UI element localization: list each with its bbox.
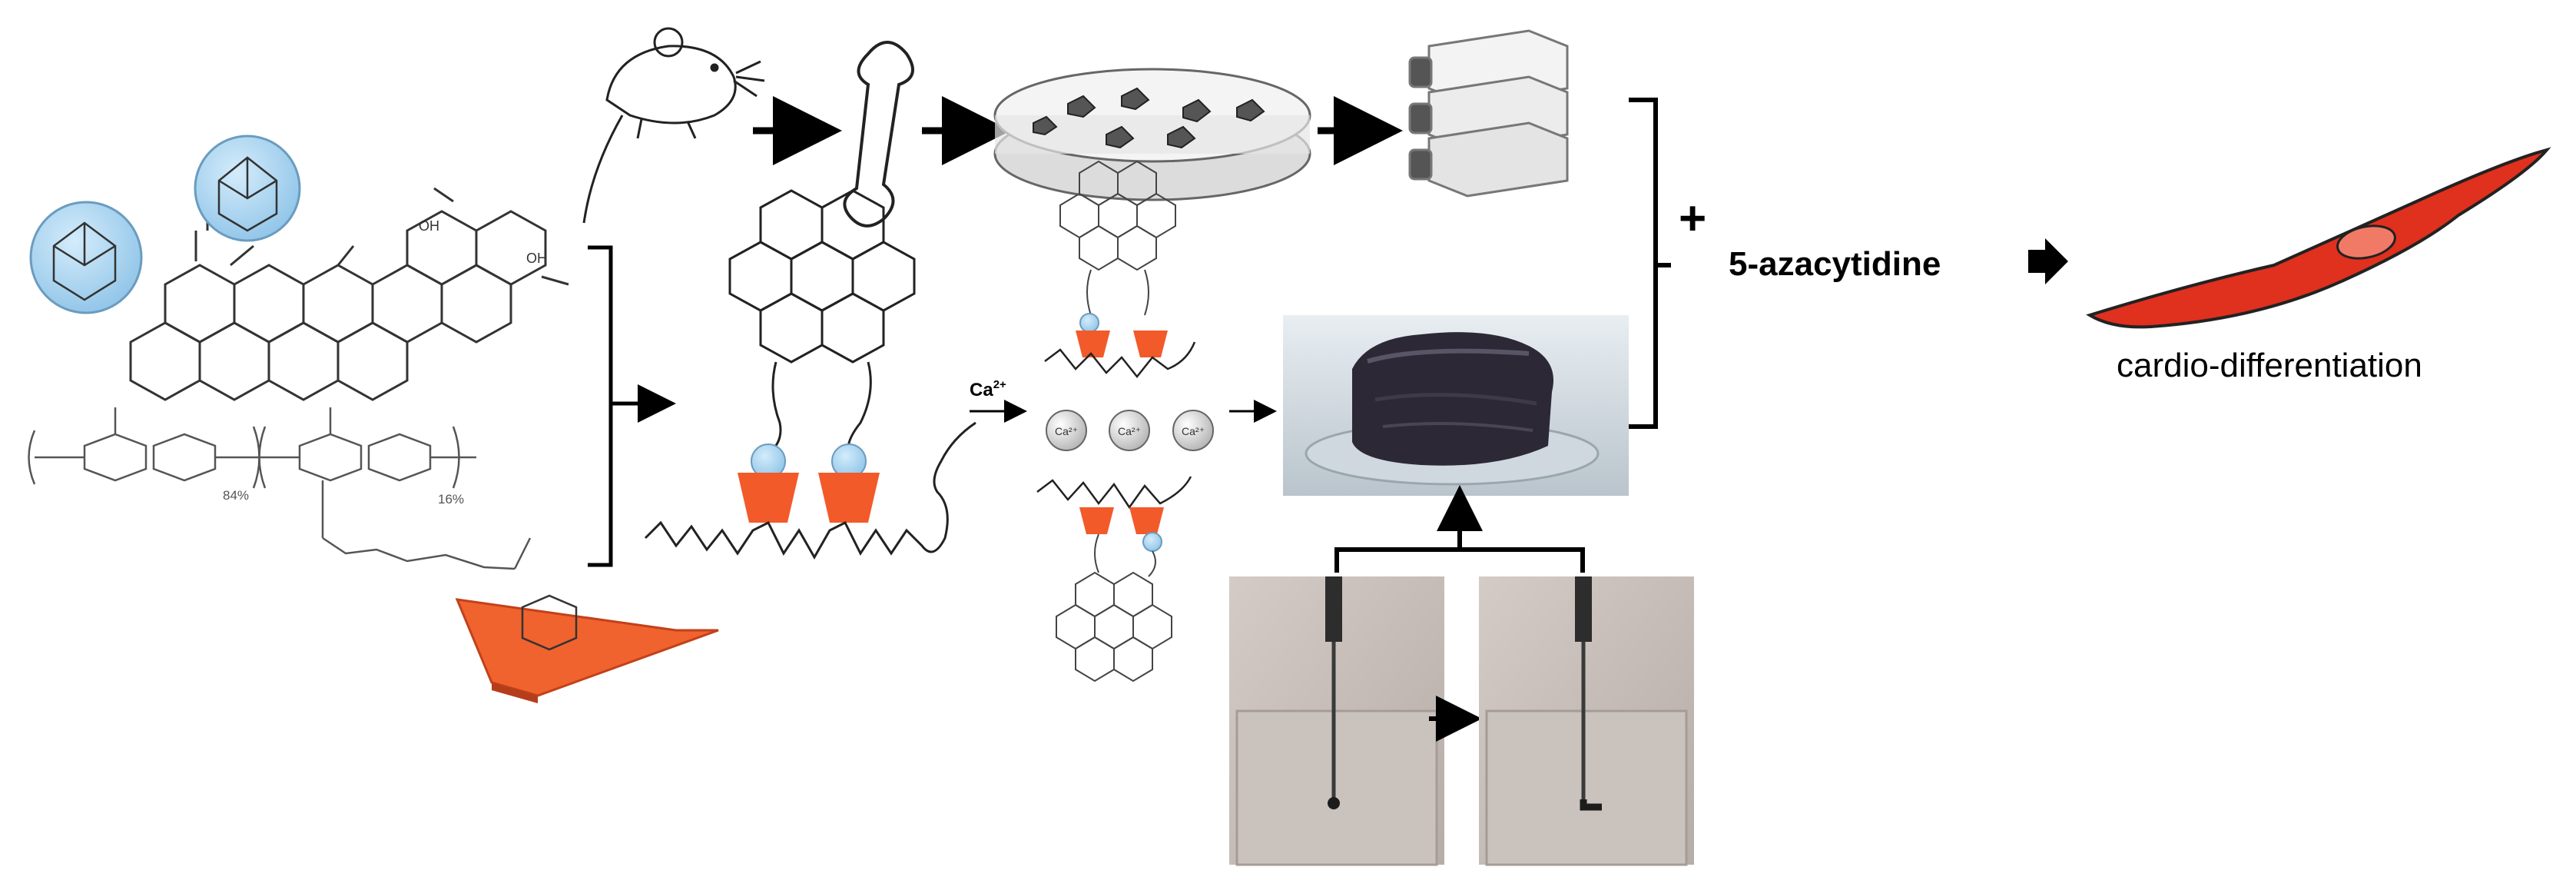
calcium-beads: Ca²⁺ Ca²⁺ Ca²⁺ [1046, 410, 1214, 451]
percent-label-84: 84% [223, 488, 249, 503]
hydroxyl-label-1: OH [419, 218, 439, 234]
calcium-bead-label-2: Ca²⁺ [1118, 425, 1141, 437]
printed-scaffold-photo [1283, 315, 1629, 496]
hyaluronic-acid-polymer [28, 407, 532, 570]
calcium-label: Ca2+ [970, 378, 1006, 400]
calcium-bead-label-1: Ca²⁺ [1055, 425, 1078, 437]
print-arrow-connector [1334, 503, 1585, 573]
graphene-oxide-structure [129, 187, 569, 401]
crosslinked-network: Ca²⁺ Ca²⁺ Ca²⁺ [1036, 160, 1214, 683]
adamantane-sphere-left [29, 201, 143, 314]
cyclodextrin-plate [455, 594, 719, 703]
cardiomyocyte-icon [2086, 147, 2551, 329]
polymer-backbone-middle [644, 421, 976, 560]
graphene-sheet-middle [728, 189, 916, 364]
mouse-icon [582, 27, 765, 224]
block-arrow [2028, 238, 2068, 284]
left-bracket [588, 245, 661, 567]
hydroxyl-label-2: OH [526, 251, 547, 266]
petri-dish-icon [993, 68, 1311, 201]
culture-flasks-icon [1408, 29, 1569, 198]
needle-photo-before [1229, 576, 1444, 866]
plus-sign: + [1679, 192, 1706, 245]
needle-photo-after [1479, 576, 1694, 866]
percent-label-16: 16% [438, 492, 464, 507]
drug-label: 5-azacytidine [1729, 245, 1941, 283]
bone-icon [843, 41, 914, 228]
host-guest-link-left [738, 361, 799, 523]
right-bracket [1629, 98, 1671, 429]
adamantane-sphere-right [194, 135, 301, 242]
calcium-bead-label-3: Ca²⁺ [1182, 425, 1205, 437]
host-guest-link-right [818, 361, 880, 523]
outcome-label: cardio-differentiation [2117, 347, 2422, 384]
